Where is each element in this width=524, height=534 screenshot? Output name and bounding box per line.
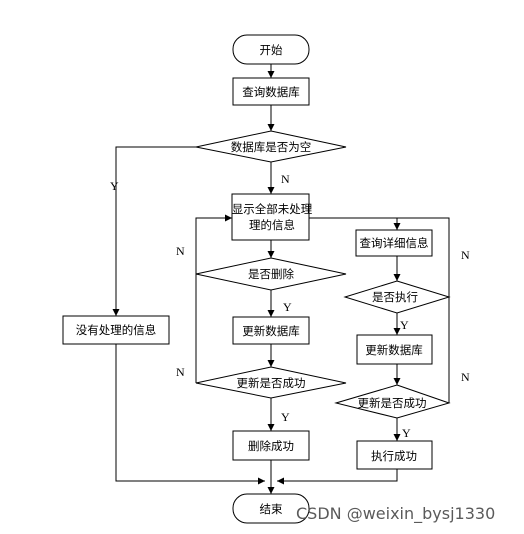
query-detail-process: 查询详细信息 [355,229,433,257]
label-y-exec: Y [400,318,409,332]
edge-delete-q-no-loop [195,214,232,274]
edge-exec-q-no-loop [397,217,450,297]
end-terminator: 结束 [232,493,310,524]
watermark: CSDN @weixin_bysj1330 [296,504,495,524]
end-label: 结束 [260,502,283,516]
start-label: 开始 [260,43,283,57]
label-n-delete: N [176,244,185,258]
delete-ok-process: 删除成功 [232,430,310,461]
label-y-update-left: Y [281,410,290,424]
label-n-exec: N [461,248,470,262]
label-n-update-right: N [461,370,470,384]
update-ok-left-label: 更新是否成功 [237,376,306,390]
no-info-process: 没有处理的信息 [62,315,170,345]
exec-decision: 是否执行 [343,280,451,314]
update-ok-left-decision: 更新是否成功 [195,366,347,399]
update-db-left-process: 更新数据库 [232,316,310,345]
query-db-process: 查询数据库 [232,77,310,106]
update-ok-right-decision: 更新是否成功 [334,384,451,419]
update-db-right-label: 更新数据库 [365,343,423,357]
delete-q-label: 是否删除 [248,267,294,281]
show-all-label-line2: 理的信息 [249,218,295,232]
query-db-label: 查询数据库 [242,85,300,99]
label-n-empty: N [281,172,290,186]
edge-no-info-to-end [115,344,265,485]
edge-exec-ok-to-end [277,469,398,485]
delete-ok-label: 删除成功 [248,439,294,453]
update-ok-right-label: 更新是否成功 [358,396,427,410]
delete-decision: 是否删除 [195,257,347,291]
exec-ok-label: 执行成功 [371,449,417,463]
edge-labels: Y N N Y N Y N Y N Y [110,172,470,440]
edges [112,64,450,494]
edge-show-all-to-detail [309,217,401,230]
label-y-update-right: Y [402,426,411,440]
label-y-delete: Y [283,300,292,314]
update-db-right-process: 更新数据库 [356,334,433,365]
label-y-empty: Y [110,179,119,193]
edge-decision-to-no-info [112,146,196,316]
start-terminator: 开始 [232,34,310,65]
db-empty-label: 数据库是否为空 [231,140,312,154]
update-db-left-label: 更新数据库 [242,324,300,338]
show-all-process: 显示全部未处理 理的信息 [231,193,313,241]
exec-ok-process: 执行成功 [356,440,433,470]
query-detail-label: 查询详细信息 [360,236,429,250]
show-all-label-line1: 显示全部未处理 [232,202,313,216]
exec-q-label: 是否执行 [372,290,418,304]
label-n-update-left: N [176,365,185,379]
no-info-label: 没有处理的信息 [76,323,157,337]
db-empty-decision: 数据库是否为空 [195,130,347,163]
